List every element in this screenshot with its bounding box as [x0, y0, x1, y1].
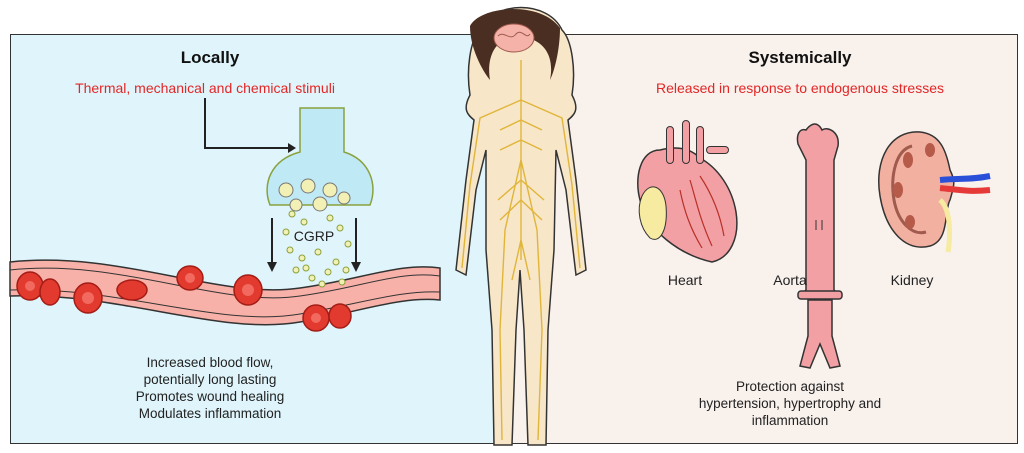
heart-icon — [637, 120, 738, 263]
systemic-effect-2: hypertension, hypertrophy and — [698, 396, 882, 411]
systemic-effect-1: Protection against — [735, 379, 845, 394]
cgrp-label: CGRP — [293, 228, 335, 244]
aorta-icon — [796, 123, 843, 369]
local-effect-4: Modulates inflammation — [138, 406, 282, 421]
local-panel — [10, 34, 510, 444]
local-stimuli-label: Thermal, mechanical and chemical stimuli — [75, 80, 335, 96]
brain-icon — [493, 23, 535, 53]
blood-vessel-icon — [9, 259, 441, 332]
kidney-label: Kidney — [890, 272, 934, 288]
local-title: Locally — [180, 48, 240, 67]
local-effect-1: Increased blood flow, — [146, 355, 274, 370]
systemic-effect-3: inflammation — [751, 413, 829, 428]
local-effect-2: potentially long lasting — [143, 372, 277, 387]
systemic-title: Systemically — [748, 48, 852, 67]
aorta-label: Aorta — [773, 272, 807, 288]
nerve-terminal-icon — [204, 98, 374, 288]
systemic-effects: Protection against hypertension, hypertr… — [660, 378, 920, 429]
local-effects: Increased blood flow, potentially long l… — [80, 354, 340, 422]
heart-label: Heart — [667, 272, 703, 288]
human-body-icon — [455, 6, 587, 446]
kidney-icon — [878, 131, 991, 253]
local-effect-3: Promotes wound healing — [135, 389, 285, 404]
systemic-trigger-label: Released in response to endogenous stres… — [656, 80, 944, 96]
